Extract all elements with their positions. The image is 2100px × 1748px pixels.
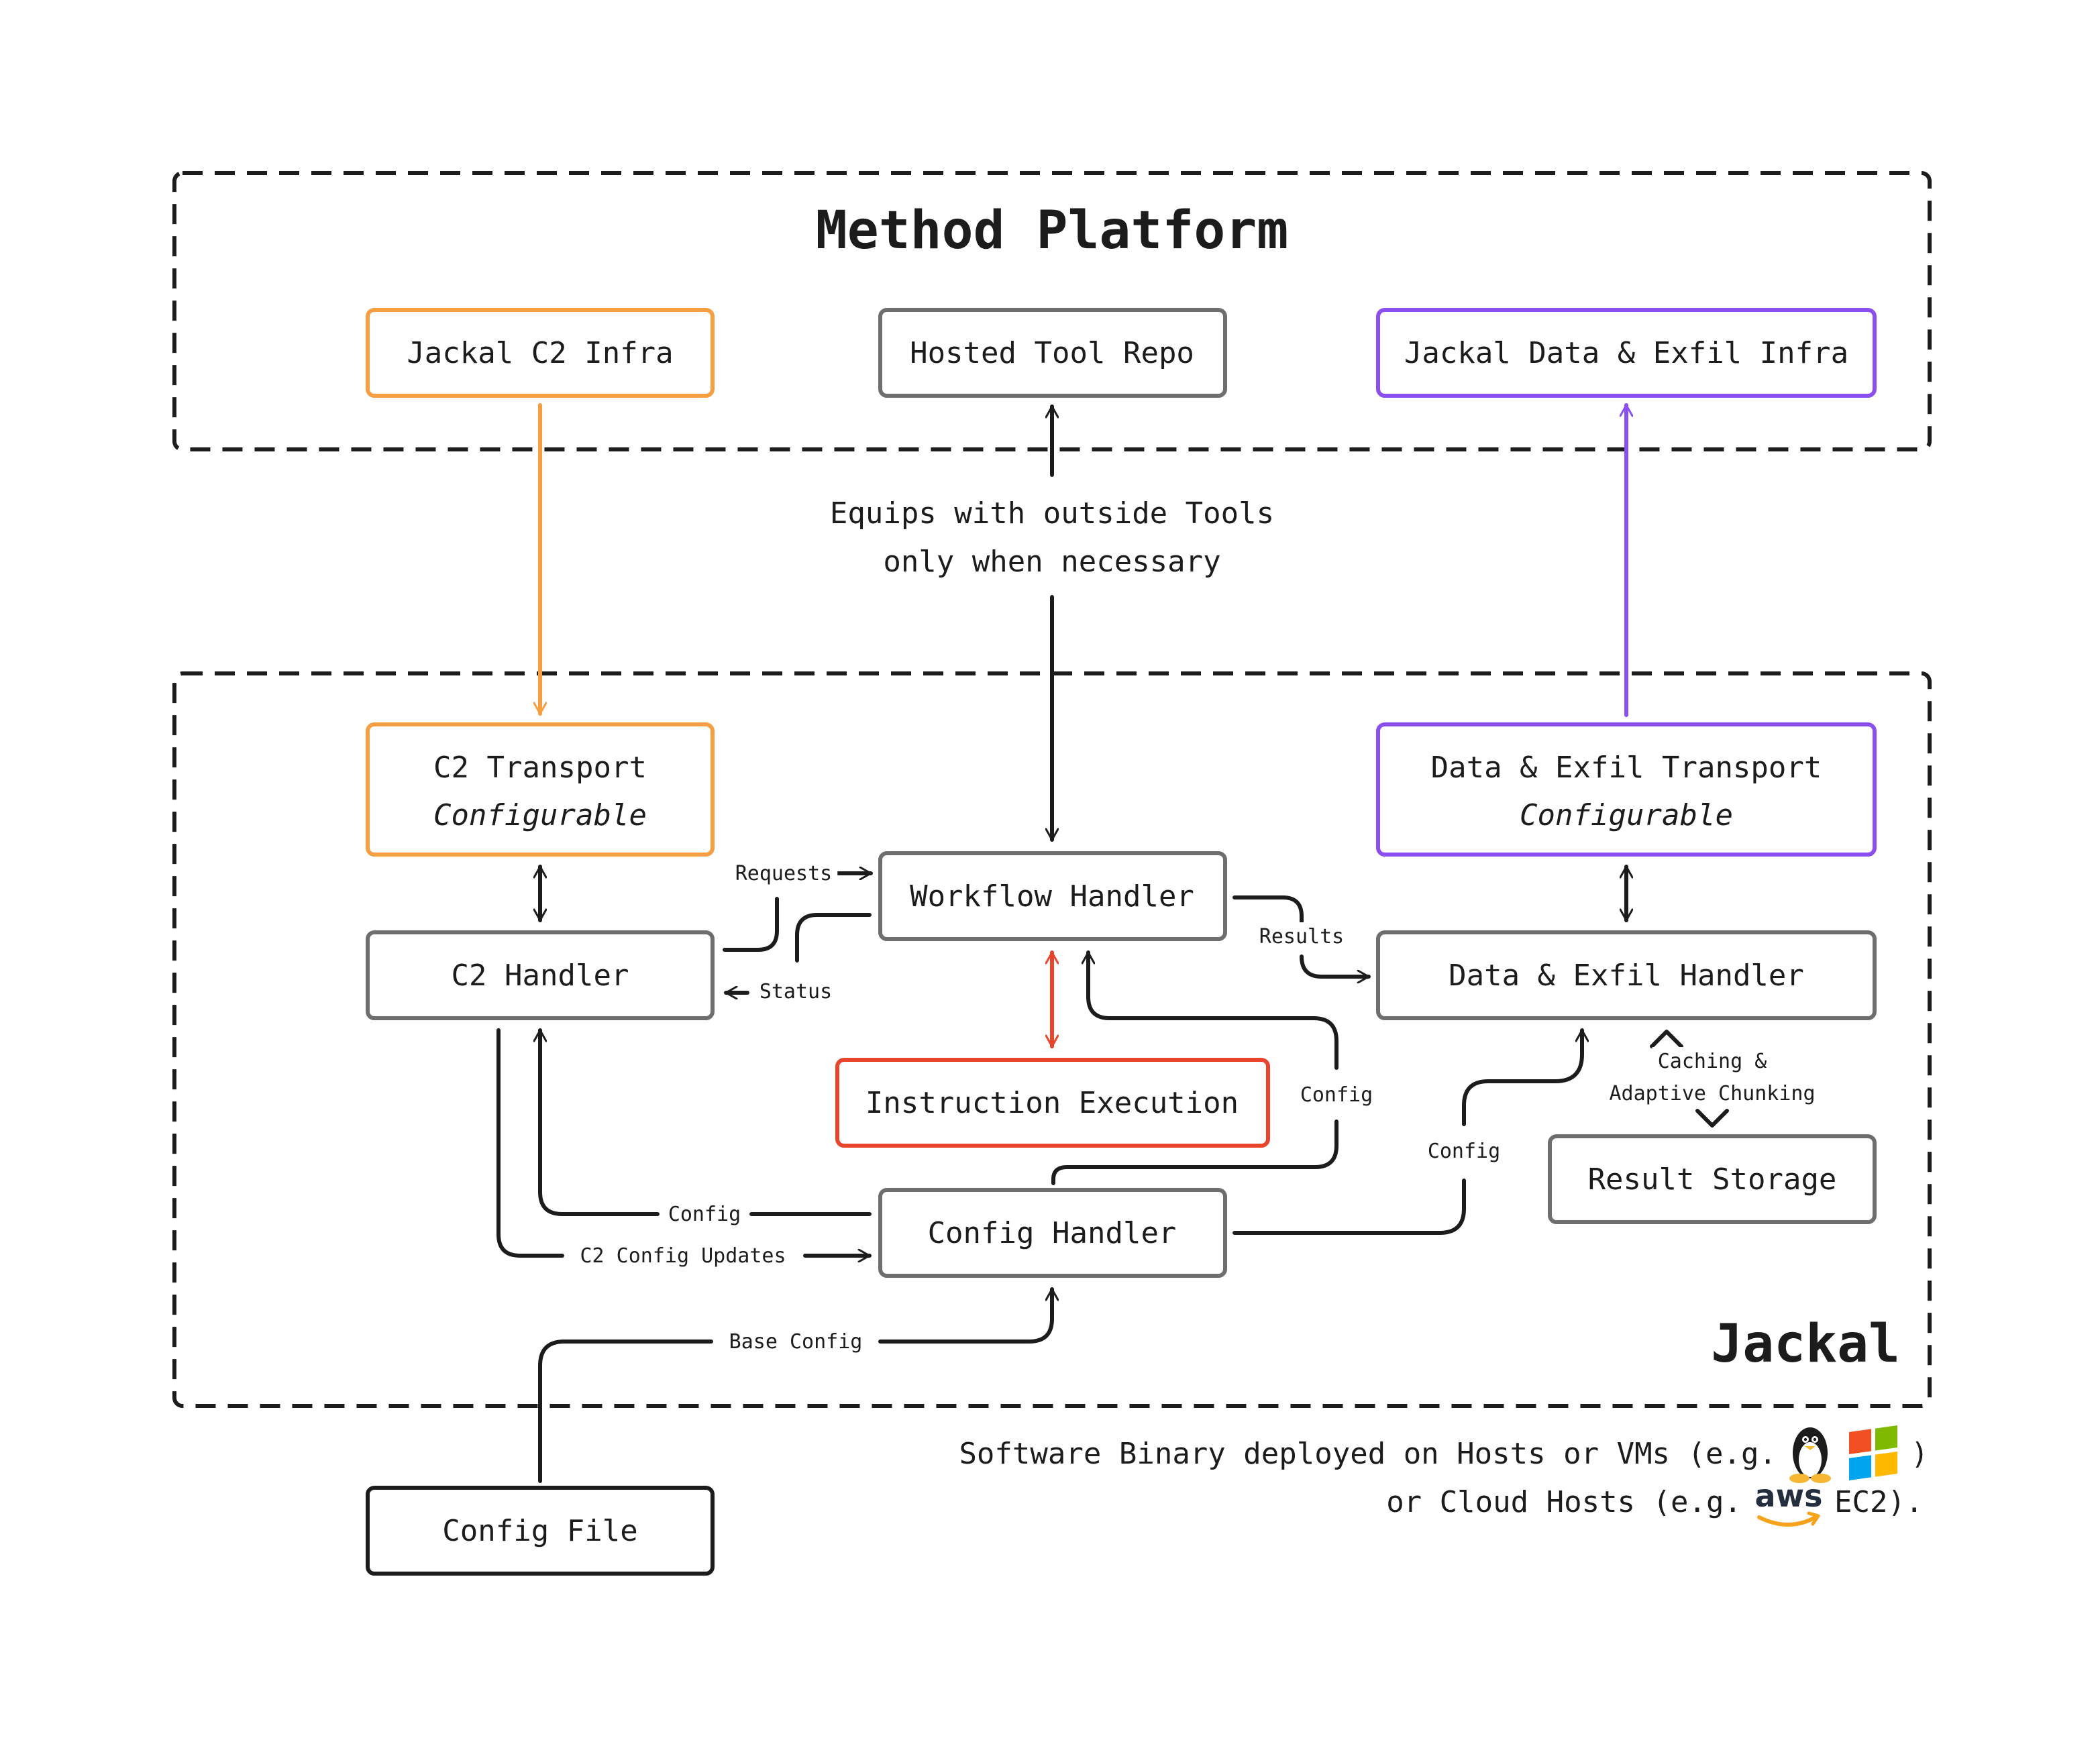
edge-label-background	[729, 859, 838, 888]
caching-label-line2: Adaptive Chunking	[1609, 1082, 1815, 1105]
edge-label-background	[1422, 1137, 1506, 1166]
config-to-workflow-arrow	[1051, 952, 1338, 1185]
caching-down-chevron	[1695, 1109, 1729, 1128]
c2-infra-label: Jackal C2 Infra	[407, 336, 673, 370]
exfil-transport-label: Data & Exfil Transport	[1431, 751, 1822, 785]
c2-transport-node: C2 Transport Configurable	[366, 722, 715, 857]
deploy-note-line1-close: )	[1911, 1437, 1929, 1471]
edge-label-background	[1294, 1081, 1379, 1109]
edge-label-background	[1604, 1079, 1821, 1108]
base-config-arrow	[538, 1289, 1052, 1483]
caching-label-line1: Caching &	[1658, 1050, 1767, 1073]
config-workflow-label: Config	[1300, 1083, 1373, 1107]
instruction-execution-node: Instruction Execution	[835, 1058, 1270, 1148]
c2-config-updates-label: C2 Config Updates	[580, 1244, 786, 1268]
config-exfil-label: Config	[1428, 1140, 1500, 1163]
tool-repo-node: Hosted Tool Repo	[878, 308, 1227, 398]
exfil-handler-label: Data & Exfil Handler	[1449, 959, 1804, 993]
config-to-exfil-arrow	[1232, 1030, 1582, 1235]
edge-label-background	[753, 977, 838, 1006]
equips-note-line1: Equips with outside Tools	[830, 496, 1274, 531]
edge-label-background	[574, 1242, 792, 1270]
aws-logo-icon: aws	[1755, 1478, 1823, 1527]
equips-note-line2: only when necessary	[883, 545, 1220, 579]
requests-label: Requests	[735, 862, 833, 885]
exfil-handler-node: Data & Exfil Handler	[1376, 930, 1877, 1020]
exfil-infra-node: Jackal Data & Exfil Infra	[1376, 308, 1877, 398]
exfil-transport-node: Data & Exfil Transport Configurable	[1376, 722, 1877, 857]
c2-handler-label: C2 Handler	[452, 959, 629, 993]
caching-up-chevron	[1650, 1030, 1683, 1048]
jackal-title: Jackal	[1711, 1314, 1900, 1374]
edge-label-background	[1652, 1047, 1773, 1076]
config-file-node: Config File	[366, 1486, 715, 1576]
requests-arrow	[723, 873, 871, 952]
status-label: Status	[759, 980, 832, 1003]
results-arrow	[1232, 895, 1369, 977]
workflow-handler-label: Workflow Handler	[910, 879, 1194, 914]
config-to-c2-arrow	[540, 1030, 872, 1216]
c2-handler-node: C2 Handler	[366, 930, 715, 1020]
workflow-handler-node: Workflow Handler	[878, 851, 1227, 941]
result-storage-node: Result Storage	[1548, 1134, 1877, 1224]
config-file-label: Config File	[442, 1514, 637, 1548]
c2-transport-label: C2 Transport	[433, 751, 647, 785]
exfil-transport-sub: Configurable	[1520, 798, 1733, 832]
c2-transport-sub: Configurable	[433, 798, 647, 832]
windows-logo-icon	[1849, 1425, 1897, 1481]
c2-config-updates-arrow	[496, 1028, 870, 1256]
exfil-infra-label: Jackal Data & Exfil Infra	[1404, 336, 1848, 370]
edge-label-background	[662, 1200, 747, 1229]
c2-infra-node: Jackal C2 Infra	[366, 308, 715, 398]
linux-penguin-icon	[1789, 1427, 1831, 1483]
base-config-label: Base Config	[729, 1330, 863, 1354]
results-label: Results	[1259, 925, 1344, 948]
edge-label-background	[1253, 922, 1350, 951]
config-handler-label: Config Handler	[928, 1216, 1177, 1250]
result-storage-label: Result Storage	[1588, 1162, 1837, 1197]
config-c2-label: Config	[668, 1203, 741, 1226]
tool-repo-label: Hosted Tool Repo	[910, 336, 1194, 370]
deploy-note-line2-end: EC2).	[1834, 1485, 1923, 1519]
method-platform-frame	[172, 171, 1932, 451]
aws-logo-text: aws	[1755, 1478, 1823, 1514]
instruction-execution-label: Instruction Execution	[865, 1086, 1239, 1120]
method-platform-title: Method Platform	[816, 201, 1288, 261]
edge-label-background	[723, 1327, 868, 1356]
deploy-note-line1: Software Binary deployed on Hosts or VMs…	[959, 1437, 1777, 1471]
status-arrow	[726, 913, 872, 993]
config-handler-node: Config Handler	[878, 1188, 1227, 1278]
deploy-note-line2: or Cloud Hosts (e.g.	[1386, 1485, 1742, 1519]
